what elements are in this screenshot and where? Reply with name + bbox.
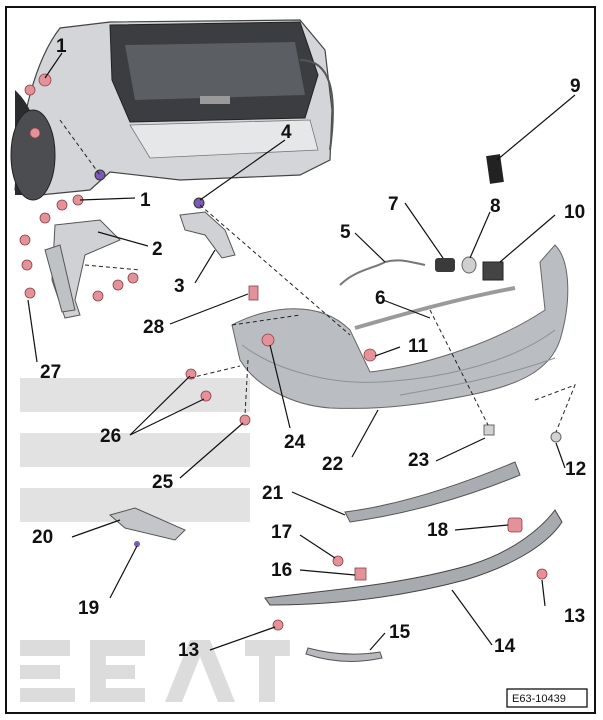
callout-22: 22 (322, 454, 343, 475)
callout-26: 26 (100, 426, 121, 447)
seat-watermark-logo (20, 378, 250, 522)
wiring-harness (339, 259, 426, 286)
callout-5: 5 (340, 222, 351, 243)
callout-16: 16 (271, 560, 292, 581)
callout-1a: 1 (56, 36, 67, 57)
callout-23: 23 (408, 450, 429, 471)
small-bracket (179, 211, 236, 259)
parking-sensor (435, 258, 455, 272)
left-guide (108, 507, 186, 541)
callout-9: 9 (570, 76, 581, 97)
callout-1b: 1 (140, 190, 151, 211)
callout-20: 20 (32, 527, 53, 548)
reference-box: E63-10439 (506, 688, 588, 708)
callout-8: 8 (490, 196, 501, 217)
callout-27: 27 (40, 362, 61, 383)
fasteners (19, 73, 562, 631)
reference-code: E63-10439 (512, 693, 566, 705)
reinforcement-strip (344, 461, 521, 523)
sensor-bezel (482, 261, 504, 281)
callout-labels: 1 1 2 3 4 5 6 7 8 9 10 11 12 13 13 14 15… (32, 36, 586, 661)
sensor-ring (461, 256, 477, 274)
callout-4: 4 (281, 122, 292, 143)
callout-25: 25 (152, 472, 174, 493)
leader-lines (27, 52, 576, 651)
callout-18: 18 (427, 520, 448, 541)
bumper-cover (231, 244, 569, 409)
vehicle-rear-body (10, 19, 334, 201)
callout-21: 21 (262, 483, 284, 504)
callout-19: 19 (78, 598, 99, 619)
callout-7: 7 (388, 194, 399, 215)
callout-12: 12 (565, 459, 586, 480)
seat-watermark-text (20, 640, 290, 702)
callout-24: 24 (284, 432, 306, 453)
callout-15: 15 (389, 622, 411, 643)
callout-10: 10 (564, 202, 585, 223)
left-bracket (44, 219, 121, 319)
trim-strip (354, 286, 516, 330)
callout-6: 6 (375, 288, 386, 309)
callout-13a: 13 (178, 640, 199, 661)
callout-28: 28 (143, 317, 164, 338)
callout-17: 17 (271, 522, 292, 543)
callout-11: 11 (408, 336, 429, 357)
callout-13b: 13 (564, 606, 585, 627)
assembly-lines (59, 119, 576, 433)
lower-spoiler (264, 509, 563, 606)
callout-3: 3 (174, 276, 185, 297)
lower-trim (305, 647, 383, 662)
sensor-holder (486, 154, 504, 184)
callout-14: 14 (494, 636, 516, 657)
callout-2: 2 (152, 239, 163, 260)
diagram-border (5, 6, 596, 714)
